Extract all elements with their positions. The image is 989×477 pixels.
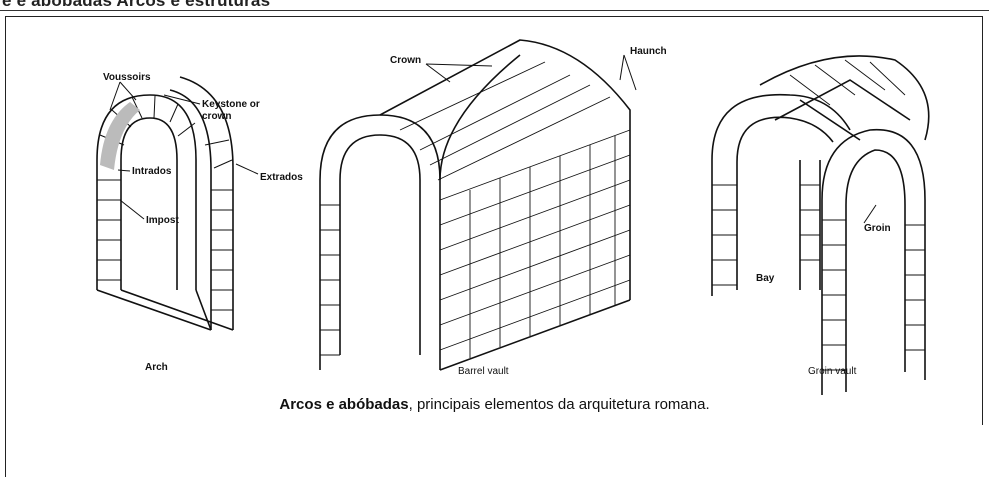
groin-vault-title: Groin vault	[808, 366, 857, 377]
barrel-vault-title: Barrel vault	[458, 366, 509, 377]
barrel-vault-drawing	[319, 39, 631, 371]
figure-frame-left	[5, 16, 6, 477]
cropped-heading-fragment: e e abóbadas Arcos e estruturas	[2, 0, 271, 10]
diagram-labels: Voussoirs Keystone or crown Intrados Ext…	[103, 46, 891, 377]
barrel-leaders	[425, 54, 637, 91]
label-keystone: Keystone or	[202, 99, 260, 110]
label-crown: Crown	[390, 55, 421, 66]
label-impost: Impost	[146, 215, 179, 226]
figure-frame-top	[5, 16, 983, 17]
arch-title: Arch	[145, 362, 168, 373]
label-bay: Bay	[756, 273, 775, 284]
label-intrados: Intrados	[132, 166, 172, 177]
groin-vault-drawing	[711, 55, 930, 395]
figure-caption: Arcos e abóbadas, principais elementos d…	[0, 396, 989, 413]
groin-leaders	[863, 204, 877, 224]
arch-drawing	[96, 76, 234, 331]
label-extrados: Extrados	[260, 172, 303, 183]
caption-rest: , principais elementos da arquitetura ro…	[408, 396, 710, 413]
figure-frame-right	[982, 16, 983, 425]
label-keystone-line2: crown	[202, 111, 231, 122]
label-voussoirs: Voussoirs	[103, 72, 151, 83]
header-rule	[0, 10, 989, 11]
caption-bold: Arcos e abóbadas	[279, 396, 409, 413]
label-groin: Groin	[864, 223, 891, 234]
label-haunch: Haunch	[630, 46, 667, 57]
arch-leaders	[109, 81, 259, 220]
